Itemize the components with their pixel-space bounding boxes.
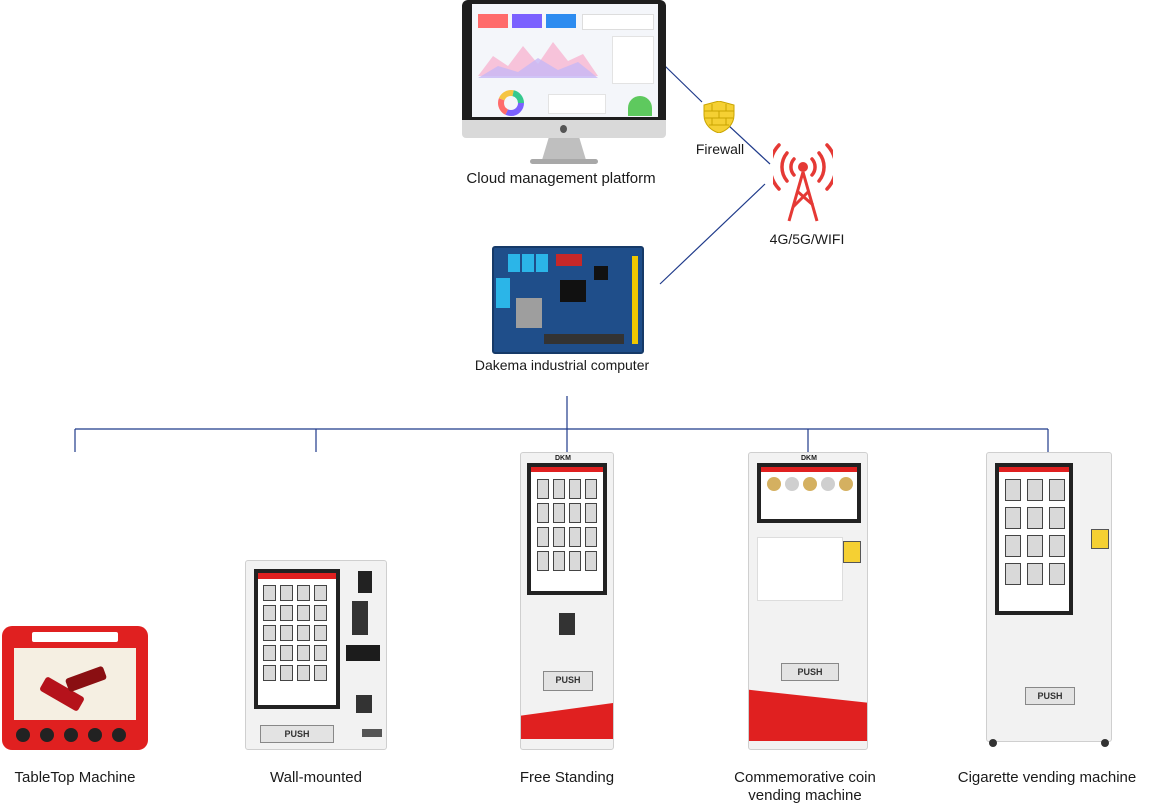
cigarette-label: Cigarette vending machine [957, 769, 1137, 786]
network-label: 4G/5G/WIFI [769, 231, 845, 247]
free-standing-label: Free Standing [519, 769, 615, 786]
push-panel: PUSH [260, 725, 334, 743]
tower-computer-line [659, 183, 766, 285]
cell-tower-icon [773, 143, 833, 222]
circuit-board-icon [492, 246, 644, 354]
dashboard-screen [472, 4, 658, 117]
wall-mounted-machine-image: PUSH [245, 560, 387, 750]
coin-label-line2: vending machine [748, 787, 862, 804]
coin-label-line1: Commemorative coin [734, 769, 876, 786]
brand-logo: DKM [555, 455, 571, 462]
brand-logo: DKM [801, 455, 817, 462]
cigarette-machine-image: PUSH [986, 452, 1112, 747]
push-panel: PUSH [543, 671, 593, 691]
cloud-platform-label: Cloud management platform [466, 170, 656, 187]
firewall-tower-line [727, 124, 771, 165]
wall-mounted-label: Wall-mounted [270, 769, 362, 786]
push-panel: PUSH [781, 663, 839, 681]
industrial-computer-label: Dakema industrial computer [474, 357, 650, 373]
firewall-shield-icon [703, 101, 735, 133]
firewall-label: Firewall [695, 141, 745, 157]
monitor-firewall-line [664, 65, 703, 103]
coin-machine-image: DKM PUSH [748, 452, 868, 750]
push-panel: PUSH [1025, 687, 1075, 705]
tabletop-machine-image [2, 626, 148, 750]
free-standing-machine-image: DKM PUSH [520, 452, 614, 750]
tabletop-label: TableTop Machine [14, 769, 136, 786]
monitor-icon [462, 0, 666, 166]
